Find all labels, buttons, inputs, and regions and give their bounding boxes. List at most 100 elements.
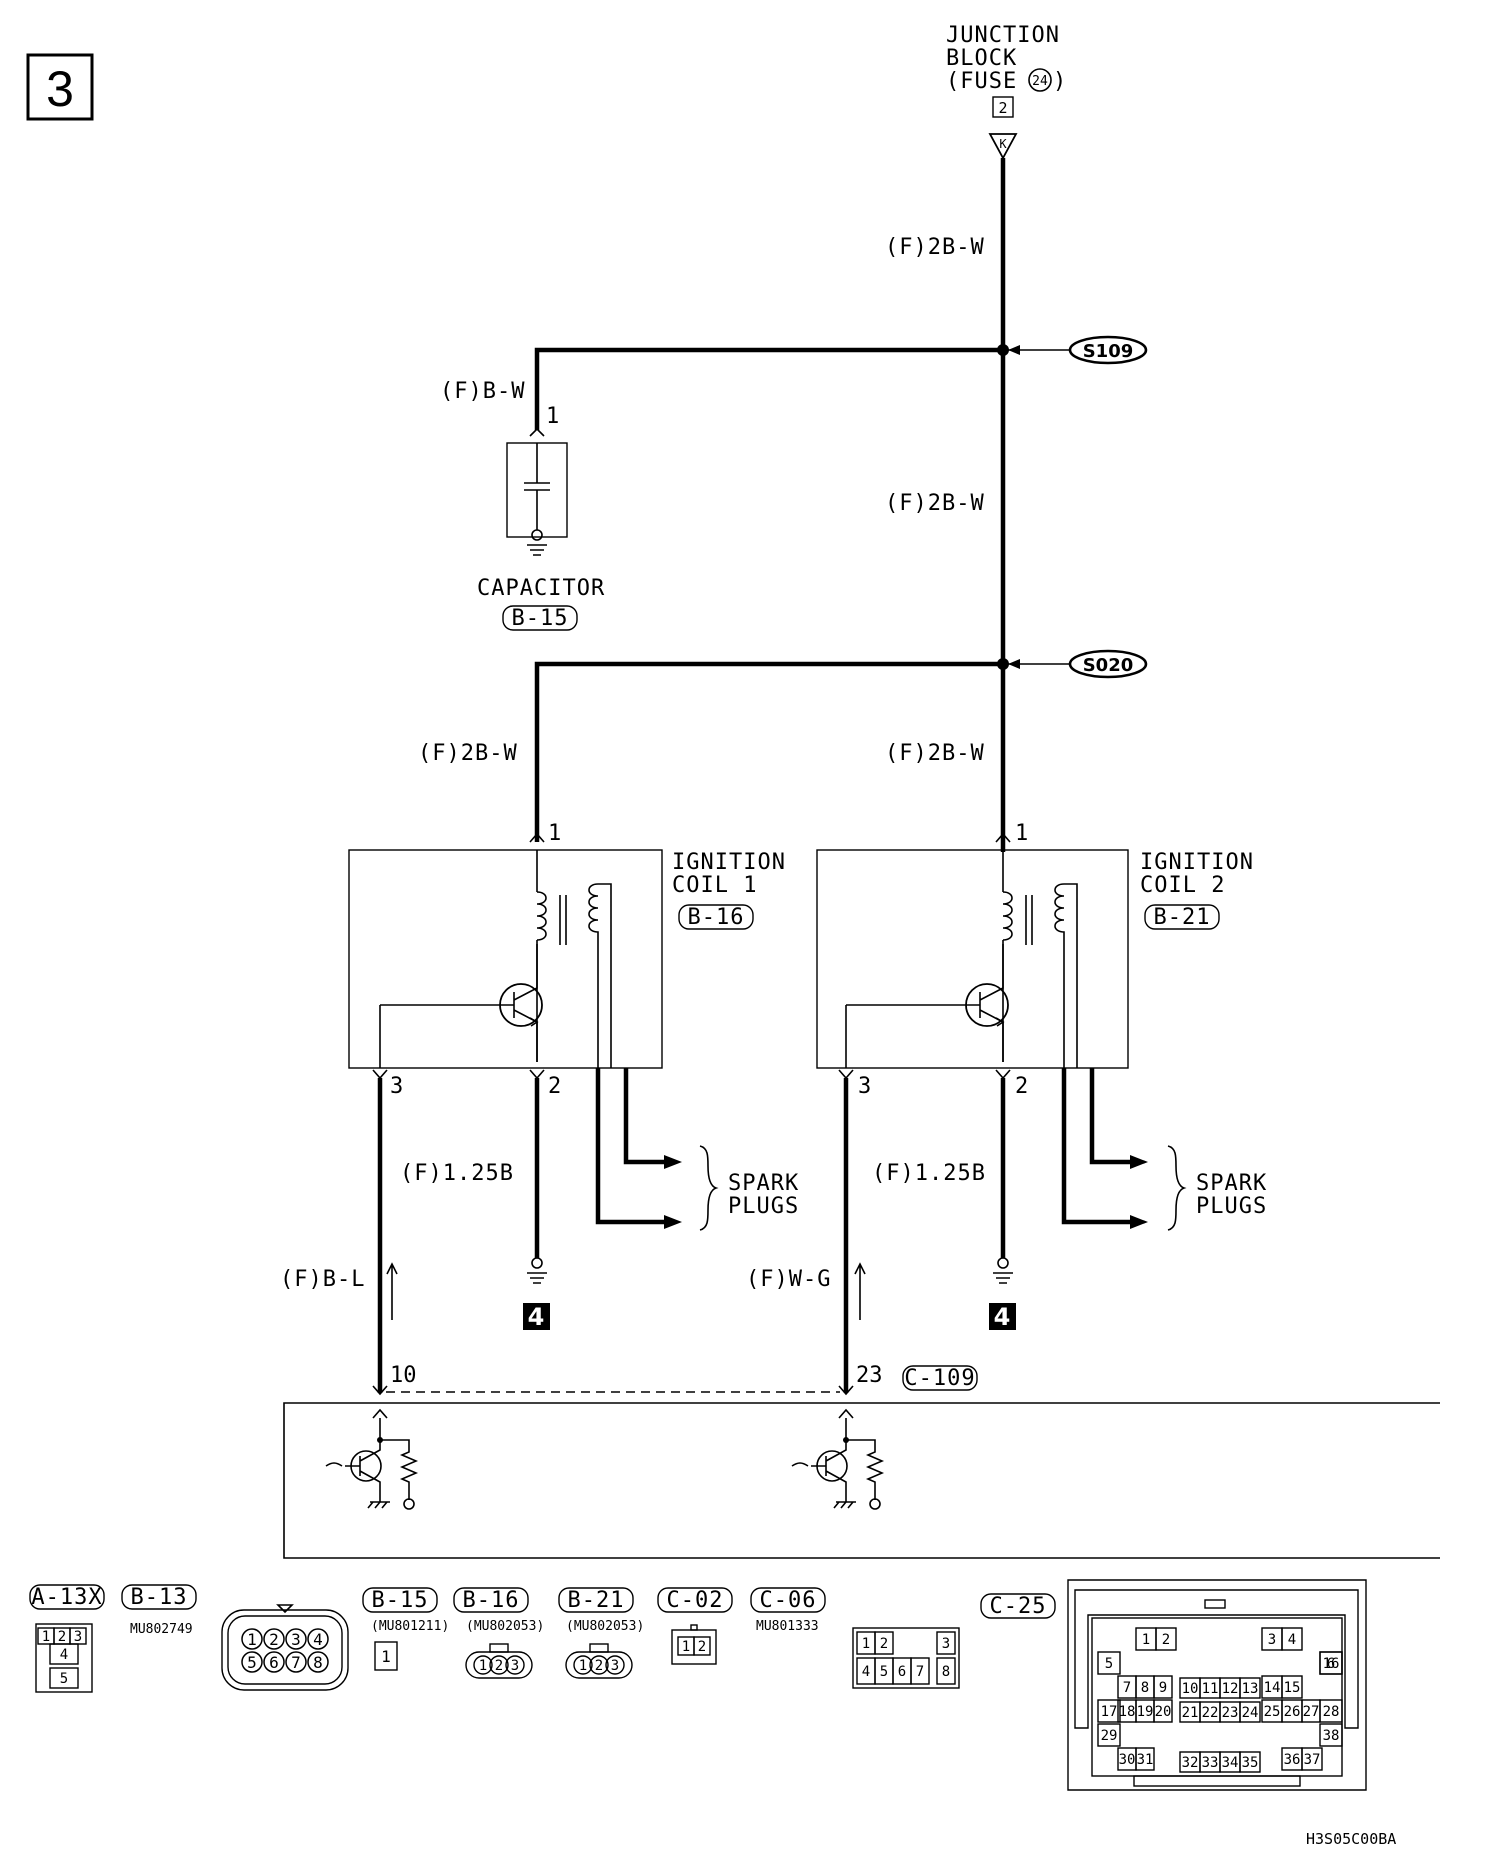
c25-pin-4: 4 (1288, 1632, 1296, 1648)
connector-id-c25: C-25 (990, 1594, 1047, 1619)
b16-pin-3: 3 (511, 1658, 519, 1674)
c25-pin-cell (1097, 1651, 1121, 1675)
c06-pin-2: 2 (880, 1636, 888, 1652)
wire-label-coil2-ground: (F)1.25B (872, 1161, 986, 1186)
c25-pin-5: 5 (1105, 1656, 1113, 1672)
c06-pin-8: 8 (942, 1664, 950, 1680)
c25-pin-2: 2 (1162, 1632, 1170, 1648)
c25-pin-cell (1239, 1701, 1261, 1723)
junction-pin-box (992, 96, 1014, 118)
connector-id-c06: C-06 (760, 1588, 817, 1613)
coil1-ground-symbol (527, 1257, 547, 1284)
coil1-pin-signal: 3 (390, 1074, 403, 1099)
coil1-name-2: COIL 1 (672, 873, 757, 898)
splice-s109: S109 (997, 335, 1148, 365)
b13-pin-8: 8 (313, 1653, 323, 1672)
connector-id-a13x: A-13X (31, 1585, 102, 1610)
c25-pin-38: 38 (1323, 1728, 1340, 1744)
c25-pin-37: 37 (1304, 1752, 1321, 1768)
c25-pin-cell (1097, 1723, 1121, 1747)
connector-badges: A-13X B-13 MU802749 B-15 (MU801211) B-16… (29, 1584, 1056, 1637)
c02-pin-2: 2 (698, 1639, 706, 1655)
c25-pin-24: 24 (1242, 1705, 1259, 1721)
junction-pin: 2 (998, 99, 1007, 117)
coil1-name-1: IGNITION (672, 850, 786, 875)
fuse-number-circle (1028, 68, 1052, 92)
c25-pin-3: 3 (1268, 1632, 1276, 1648)
c25-pin-7: 7 (1123, 1680, 1131, 1696)
c25-pin-23: 23 (1222, 1705, 1239, 1721)
c25-pin-28: 28 (1323, 1704, 1340, 1720)
connector-part-b21: (MU802053) (566, 1619, 644, 1634)
coil2-spark-label-2: PLUGS (1196, 1194, 1267, 1219)
coil2-spark-label-1: SPARK (1196, 1171, 1267, 1196)
c25-pin-cell (1135, 1747, 1155, 1771)
connector-face-b15: 1 (374, 1641, 398, 1671)
connector-face-c02: 1 2 (671, 1624, 717, 1665)
c25-pin-cell (1281, 1627, 1303, 1651)
c25-pin-8: 8 (1141, 1680, 1149, 1696)
coil1-feed-wire (534, 661, 1003, 842)
c25-pin-6: 6 (1327, 1656, 1335, 1672)
c25-pin-12: 12 (1222, 1681, 1239, 1697)
c06-pin-6: 6 (898, 1664, 906, 1680)
connector-face-c06: 1 2 3 4 5 6 7 8 (852, 1627, 960, 1689)
ignition-coil-2 (816, 832, 1129, 1069)
coil1-pin3-arrow (372, 1069, 388, 1080)
capacitor-pin-1: 1 (546, 404, 559, 429)
coil1-connector: B-16 (688, 905, 745, 930)
b13-pin-7: 7 (291, 1653, 301, 1672)
connector-id-b16: B-16 (463, 1588, 520, 1613)
c25-pin-cell (1301, 1747, 1323, 1771)
connector-part-b16: (MU802053) (466, 1619, 544, 1634)
coil1-pin-ground: 2 (548, 1074, 561, 1099)
b13-pin-2: 2 (269, 1630, 279, 1649)
c06-pin-1: 1 (862, 1636, 870, 1652)
connector-mark: K (999, 137, 1007, 151)
b21-pin-3: 3 (611, 1658, 619, 1674)
c25-pin-13: 13 (1242, 1681, 1259, 1697)
splice-s020-label: S020 (1083, 655, 1134, 676)
b15-pin-1: 1 (381, 1647, 391, 1666)
c25-pin-18: 18 (1119, 1704, 1136, 1720)
connector-badge-b13 (121, 1584, 197, 1610)
ecu-pin-arrows (372, 1385, 854, 1396)
coil2-pin-feed: 1 (1015, 821, 1028, 846)
c06-pin-7: 7 (916, 1664, 924, 1680)
coil2-spark-brace (1167, 1145, 1187, 1231)
c25-pin-cell (1239, 1751, 1261, 1773)
fuse-number: 24 (1032, 74, 1048, 89)
ecu-pin-coil1: 10 (390, 1363, 417, 1388)
connector-part-b15: (MU801211) (371, 1619, 449, 1634)
connector-badge-c25 (980, 1593, 1056, 1619)
b13-pin-3: 3 (291, 1630, 301, 1649)
coil1-pin2-arrow (529, 1069, 545, 1080)
c25-pin-1: 1 (1142, 1632, 1150, 1648)
connector-face-b21: 1 2 3 (565, 1643, 633, 1679)
c25-pin-26: 26 (1284, 1704, 1301, 1720)
connector-id-b13: B-13 (131, 1585, 188, 1610)
capacitor-connector: B-15 (512, 606, 569, 631)
c25-pin-34: 34 (1222, 1755, 1239, 1771)
coil1-spark-label-1: SPARK (728, 1171, 799, 1196)
connector-face-b13: 1 2 3 4 5 6 7 8 (221, 1604, 349, 1691)
c25-pin-16: 16 (1323, 1656, 1340, 1672)
c25-pin-9: 9 (1159, 1680, 1167, 1696)
junction-block-label-2: BLOCK (946, 46, 1017, 71)
coil2-name-2: COIL 2 (1140, 873, 1225, 898)
c25-pin-27: 27 (1303, 1704, 1320, 1720)
capacitor-symbol (506, 427, 568, 556)
ecu-pin-coil2: 23 (856, 1363, 883, 1388)
coil1-ground-ref: 4 (528, 1303, 545, 1331)
a13x-pin-5: 5 (60, 1671, 68, 1687)
b16-pin-1: 1 (479, 1658, 487, 1674)
c06-pin-4: 4 (862, 1664, 870, 1680)
coil1-connector-badge (678, 904, 754, 930)
coil2-name-1: IGNITION (1140, 850, 1254, 875)
connector-badge-a13x (29, 1584, 105, 1610)
wire-label-coil1-ground: (F)1.25B (400, 1161, 514, 1186)
coil2-signal-direction-arrow (854, 1262, 866, 1320)
wire-label-coil1-feed: (F)2B-W (418, 741, 518, 766)
c25-pin-31: 31 (1137, 1752, 1154, 1768)
